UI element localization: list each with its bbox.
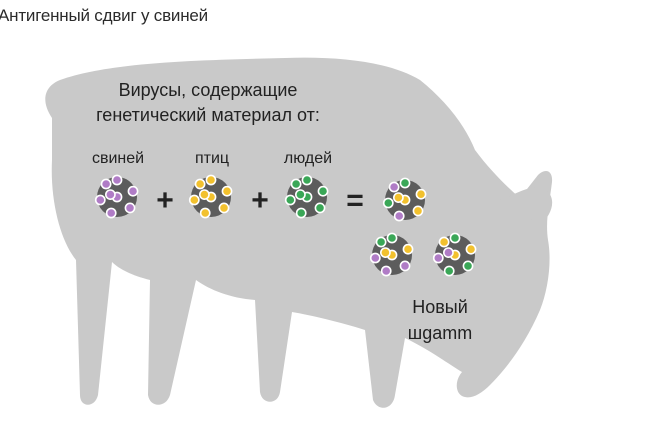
caption-line-2: генетический материал от: bbox=[96, 105, 320, 125]
gene-marker bbox=[465, 243, 477, 255]
gene-marker bbox=[382, 197, 394, 209]
gene-marker bbox=[442, 247, 454, 258]
gene-marker bbox=[218, 202, 230, 214]
gene-marker bbox=[392, 192, 404, 203]
gene-marker bbox=[438, 236, 450, 248]
virus-human bbox=[284, 174, 329, 219]
gene-marker bbox=[386, 232, 398, 244]
gene-marker bbox=[412, 205, 424, 217]
gene-marker bbox=[100, 178, 112, 190]
pig-silhouette bbox=[45, 57, 553, 408]
gene-marker bbox=[205, 174, 217, 186]
gene-marker bbox=[443, 265, 455, 277]
result-line-2: шgamm bbox=[408, 323, 472, 343]
gene-marker bbox=[105, 207, 117, 219]
gene-marker bbox=[393, 210, 405, 222]
gene-marker bbox=[94, 194, 106, 206]
gene-marker bbox=[199, 207, 211, 219]
gene-marker bbox=[369, 252, 381, 264]
virus-pig bbox=[94, 174, 139, 219]
gene-marker bbox=[284, 194, 296, 206]
gene-marker bbox=[462, 260, 474, 272]
gene-marker bbox=[188, 194, 200, 206]
gene-marker bbox=[194, 178, 206, 190]
gene-marker bbox=[124, 202, 136, 214]
gene-marker bbox=[294, 189, 306, 200]
gene-marker bbox=[388, 181, 400, 193]
diagram-title: Антигенный сдвиг у свиней bbox=[0, 6, 208, 25]
gene-marker bbox=[314, 202, 326, 214]
operator-plus-2: + bbox=[251, 184, 269, 217]
gene-marker bbox=[111, 174, 123, 186]
gene-marker bbox=[375, 236, 387, 248]
gene-marker bbox=[290, 178, 302, 190]
virus-new-2 bbox=[369, 232, 414, 277]
gene-marker bbox=[449, 232, 461, 244]
gene-marker bbox=[317, 185, 329, 197]
label-birds: птиц bbox=[195, 150, 229, 167]
gene-marker bbox=[221, 185, 233, 197]
gene-marker bbox=[432, 252, 444, 264]
gene-marker bbox=[380, 265, 392, 277]
caption-line-1: Вирусы, содержащие bbox=[119, 80, 298, 100]
gene-marker bbox=[415, 188, 427, 200]
gene-marker bbox=[301, 174, 313, 186]
gene-marker bbox=[127, 185, 139, 197]
gene-marker bbox=[399, 177, 411, 189]
result-line-1: Новый bbox=[412, 297, 468, 317]
virus-new-3 bbox=[432, 232, 477, 277]
virus-new-1 bbox=[382, 177, 427, 222]
label-humans: людей bbox=[284, 150, 332, 167]
gene-marker bbox=[399, 260, 411, 272]
pig-ear bbox=[500, 187, 553, 225]
gene-marker bbox=[198, 189, 210, 200]
virus-bird bbox=[188, 174, 233, 219]
operator-plus-1: + bbox=[156, 184, 174, 217]
gene-marker bbox=[402, 243, 414, 255]
gene-marker bbox=[379, 247, 391, 258]
operator-equals: = bbox=[346, 184, 364, 217]
label-pigs: свиней bbox=[92, 150, 144, 167]
gene-marker bbox=[105, 189, 116, 200]
gene-marker bbox=[295, 207, 307, 219]
